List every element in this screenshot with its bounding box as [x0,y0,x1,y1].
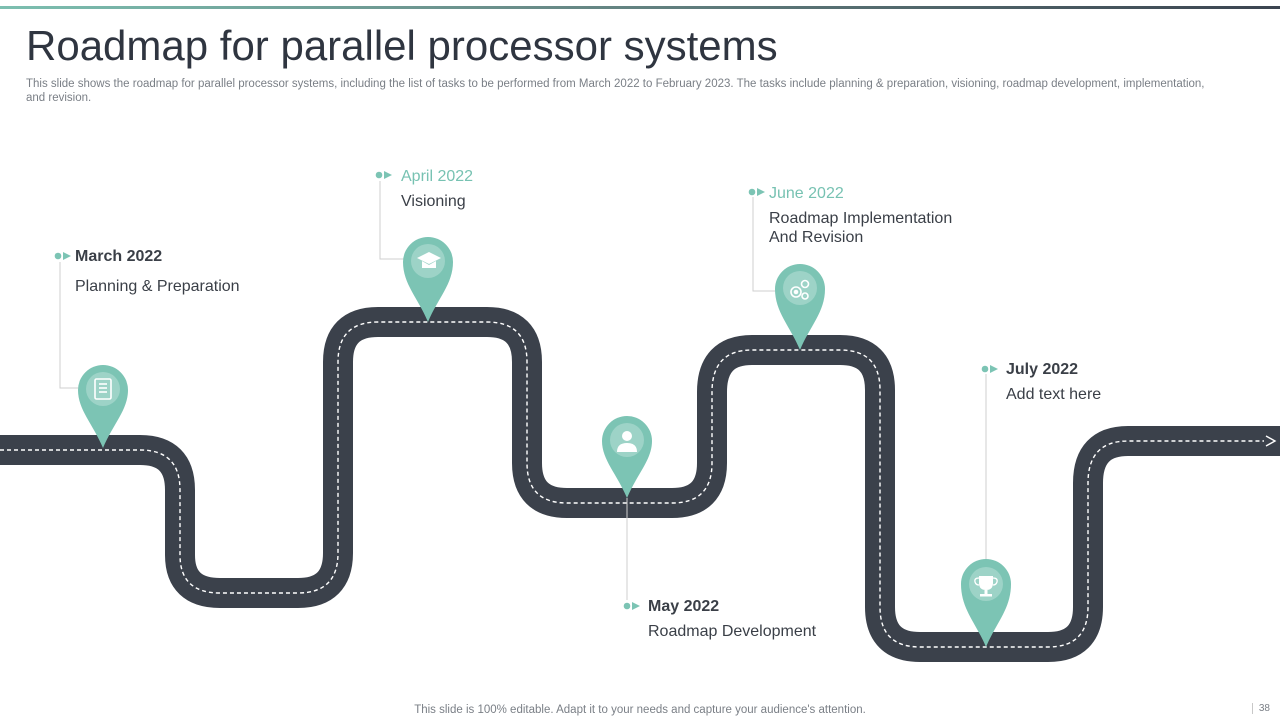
bullet-icon [623,602,640,610]
milestone-task: Planning & Preparation [75,278,240,295]
pin-may [602,416,652,498]
bullet-icon [375,171,392,179]
bullet-markers [54,171,998,610]
road-end-arrow-icon [1265,435,1277,447]
milestone-march: March 2022 Planning & Preparation [75,247,240,296]
top-accent-bar [0,6,1280,9]
milestone-april: April 2022 Visioning [401,167,473,211]
connector-lines [59,181,987,600]
page-number: 38 [1251,703,1270,714]
pin-july [961,559,1011,647]
milestone-date: May 2022 [648,598,720,615]
milestone-task-line1: Roadmap Implementation [769,210,953,227]
milestone-date: July 2022 [1006,361,1079,378]
pin-april [403,237,453,322]
milestone-june: June 2022 Roadmap Implementation And Rev… [769,184,952,247]
milestone-july: July 2022 Add text here [1006,360,1101,404]
milestone-date: June 2022 [769,185,844,202]
pin-march [78,365,128,448]
footer-note: This slide is 100% editable. Adapt it to… [414,704,866,716]
user-icon [617,431,637,452]
milestone-may: May 2022 Roadmap Development [648,597,816,641]
milestone-task: Add text here [1006,386,1102,403]
bullet-icon [748,188,765,196]
pin-june [775,264,825,350]
trophy-icon [974,576,998,597]
slide-title: Roadmap for parallel processor systems [26,22,778,69]
document-icon [94,378,112,400]
milestone-task: Visioning [401,193,466,210]
bullet-icon [981,365,998,373]
milestone-task: Roadmap Development [648,623,817,640]
road-center-dashes [0,321,1264,648]
milestone-task-line2: And Revision [769,229,864,246]
milestone-date: April 2022 [401,168,474,185]
graduation-cap-icon [417,252,441,268]
slide-subtitle: This slide shows the roadmap for paralle… [26,78,1205,104]
gears-icon [790,279,810,300]
bullet-icon [54,252,71,260]
milestone-date: March 2022 [75,248,163,265]
